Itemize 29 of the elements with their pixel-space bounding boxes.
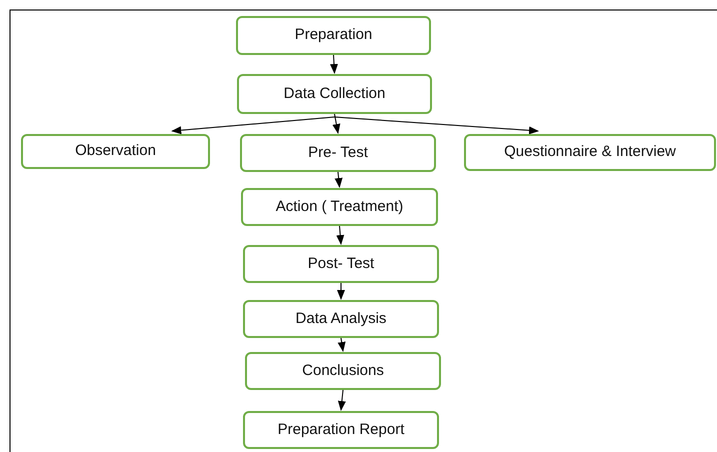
box-label: Data Collection	[284, 84, 386, 104]
process-box	[243, 411, 439, 449]
box-label: Conclusions	[302, 360, 384, 381]
box-label: Pre- Test	[308, 142, 368, 163]
process-box	[464, 134, 716, 171]
arrow	[332, 114, 340, 134]
arrow	[171, 116, 335, 134]
box-label: Preparation	[294, 25, 372, 46]
process-box	[241, 188, 438, 226]
box-label: Action ( Treatment)	[276, 196, 404, 217]
arrow	[334, 172, 343, 188]
process-box	[243, 300, 439, 338]
box-label: Data Analysis	[296, 308, 386, 329]
process-box	[245, 352, 441, 390]
box-label: Observation	[75, 141, 156, 162]
arrow	[336, 226, 344, 245]
arrow	[334, 116, 539, 134]
arrow	[338, 390, 346, 411]
process-box	[240, 134, 436, 172]
process-box	[21, 134, 210, 169]
arrow	[337, 282, 345, 300]
process-box	[237, 74, 432, 114]
box-label: Questionnaire & Interview	[504, 142, 676, 162]
box-label: Preparation Report	[278, 420, 404, 440]
process-box	[243, 245, 439, 283]
arrow	[330, 54, 338, 74]
box-label: Post- Test	[308, 254, 374, 274]
arrow	[338, 338, 346, 352]
process-box	[236, 16, 431, 55]
